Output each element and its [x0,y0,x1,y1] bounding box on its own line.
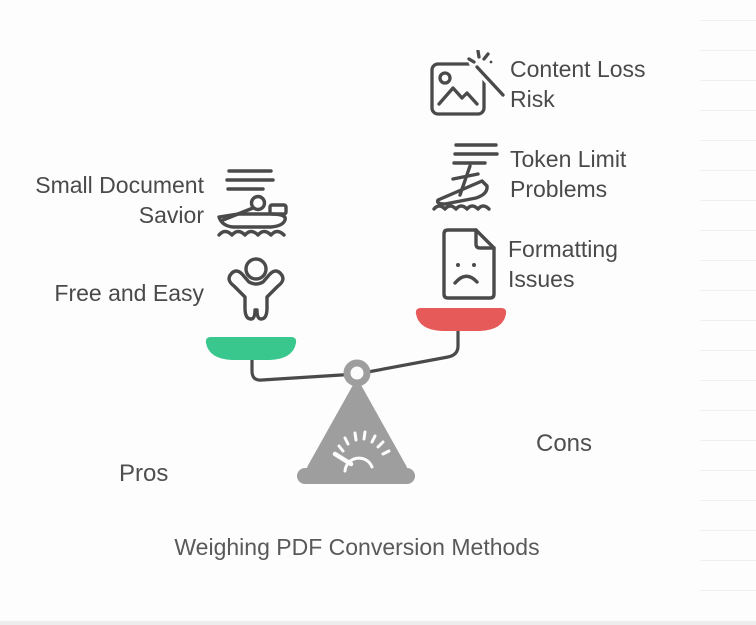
pros-item-label-small-document-savior: Small Document Savior [35,172,204,228]
scale-pedestal [310,384,404,468]
pros-pan [205,337,297,360]
cheering-person-icon [220,256,290,328]
scale-pivot-ring [347,363,367,383]
cons-item-label-content-loss-risk: Content Loss Risk [510,56,646,112]
spreadsheet-gridlines [700,0,756,625]
cons-item-label-formatting-issues: Formatting Issues [508,236,618,292]
broken-image-icon [428,50,508,120]
bottom-divider [0,621,756,625]
cons-side-label: Cons [536,430,593,457]
scale-base [297,468,415,484]
diagram-title: Weighing PDF Conversion Methods [174,534,540,560]
balance-scale [205,308,507,484]
sad-document-icon [432,224,502,304]
gauge-icon [335,432,389,471]
sinking-boat-icon [430,138,502,216]
rowboat-icon [213,162,293,242]
cons-pan [415,308,507,331]
pros-item-label-free-and-easy: Free and Easy [54,280,204,306]
pros-side-label: Pros [119,460,169,487]
cons-item-label-token-limit-problems: Token Limit Problems [510,146,627,202]
